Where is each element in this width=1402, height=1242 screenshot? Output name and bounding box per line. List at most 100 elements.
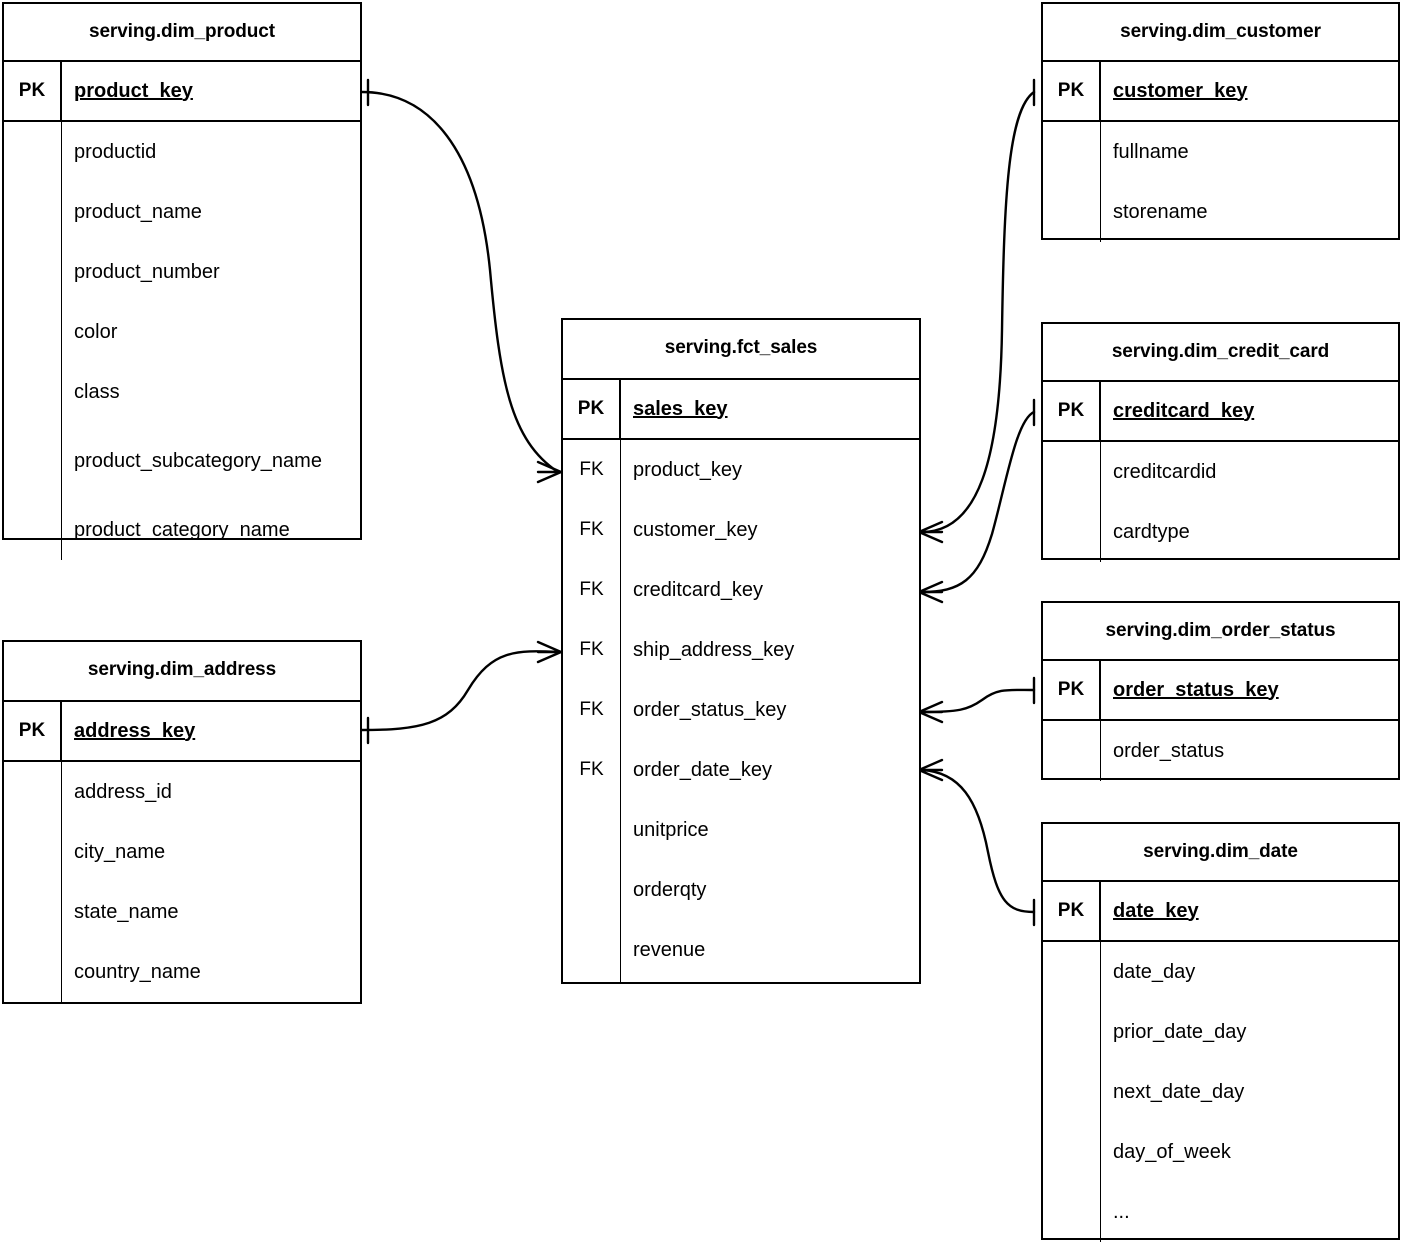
field-name-product-key: product_key: [633, 458, 742, 481]
key-badge-none: [4, 182, 62, 242]
field-row[interactable]: day_of_week: [1043, 1122, 1398, 1182]
field-row-fk[interactable]: FK customer_key: [563, 500, 919, 560]
key-badge-pk: PK: [4, 702, 62, 760]
field-row-fk[interactable]: FK order_date_key: [563, 740, 919, 800]
connector-date-to-sales: [920, 768, 1036, 914]
connector-address-to-sales: [360, 650, 560, 732]
key-badge-none: [4, 942, 62, 1002]
key-badge-pk: PK: [4, 62, 62, 120]
filler-cell: [621, 980, 919, 982]
field-row-pk[interactable]: PK customer_key: [1043, 62, 1398, 122]
field-row[interactable]: product_category_name: [4, 500, 360, 560]
key-badge-none: [563, 860, 621, 920]
field-row[interactable]: creditcardid: [1043, 442, 1398, 502]
key-badge-none: [1043, 721, 1101, 781]
field-row-pk[interactable]: PK sales_key: [563, 380, 919, 440]
field-row[interactable]: revenue: [563, 920, 919, 980]
field-name-class: class: [74, 380, 120, 403]
entity-title-dim-order-status: serving.dim_order_status: [1043, 603, 1398, 661]
connector-customer-to-sales: [920, 90, 1036, 534]
key-badge-none: [1043, 942, 1101, 1002]
field-row[interactable]: class: [4, 362, 360, 422]
field-row[interactable]: date_day: [1043, 942, 1398, 1002]
field-row-pk[interactable]: PK product_key: [4, 62, 360, 122]
entity-dim-address[interactable]: serving.dim_address PK address_key addre…: [2, 640, 362, 1004]
field-list-fct-sales: PK sales_key FK product_key FK customer_…: [563, 380, 919, 982]
field-row-pk[interactable]: PK creditcard_key: [1043, 382, 1398, 442]
field-name-orderqty: orderqty: [633, 878, 707, 901]
field-row[interactable]: next_date_day: [1043, 1062, 1398, 1122]
connector-orderstatus-to-sales: [920, 688, 1036, 714]
field-row-fk[interactable]: FK product_key: [563, 440, 919, 500]
key-badge-none: [1043, 442, 1101, 502]
field-row[interactable]: productid: [4, 122, 360, 182]
field-row[interactable]: product_subcategory_name: [4, 422, 360, 500]
field-name-productid: productid: [74, 140, 157, 163]
field-row[interactable]: city_name: [4, 822, 360, 882]
entity-title-dim-date: serving.dim_date: [1043, 824, 1398, 882]
field-name-revenue: revenue: [633, 938, 706, 961]
field-name-customer-key: customer_key: [1113, 79, 1248, 102]
key-badge-none: [1043, 1182, 1101, 1242]
field-row[interactable]: prior_date_day: [1043, 1002, 1398, 1062]
field-row[interactable]: color: [4, 302, 360, 362]
key-badge-none: [563, 980, 621, 982]
entity-dim-customer[interactable]: serving.dim_customer PK customer_key ful…: [1041, 2, 1400, 242]
key-badge-none: [4, 362, 62, 422]
field-name-ellipsis: ...: [1113, 1200, 1130, 1223]
field-row-fk[interactable]: FK creditcard_key: [563, 560, 919, 620]
field-row-fk[interactable]: FK order_status_key: [563, 680, 919, 740]
field-name-unitprice: unitprice: [633, 818, 709, 841]
connector-product-to-sales: [360, 90, 560, 474]
key-badge-none: [1043, 502, 1101, 562]
field-row[interactable]: order_status: [1043, 721, 1398, 781]
key-badge-none: [4, 122, 62, 182]
field-row[interactable]: product_name: [4, 182, 360, 242]
field-row-pk[interactable]: PK order_status_key: [1043, 661, 1398, 721]
field-row-fk[interactable]: FK ship_address_key: [563, 620, 919, 680]
key-badge-none: [4, 422, 62, 500]
field-name-creditcard-key: creditcard_key: [1113, 399, 1255, 422]
field-name-creditcard-key: creditcard_key: [633, 578, 764, 601]
connector-creditcard-to-sales: [920, 410, 1036, 594]
key-badge-none: [4, 762, 62, 822]
cardinality-many-sales-customer: [917, 520, 944, 544]
field-row[interactable]: orderqty: [563, 860, 919, 920]
entity-dim-date[interactable]: serving.dim_date PK date_key date_day pr…: [1041, 822, 1400, 1242]
field-name-date-key: date_key: [1113, 899, 1199, 922]
field-name-date-day: date_day: [1113, 960, 1196, 983]
field-list-dim-credit-card: PK creditcard_key creditcardid cardtype: [1043, 382, 1398, 562]
key-badge-none: [563, 920, 621, 980]
entity-fct-sales[interactable]: serving.fct_sales PK sales_key FK produc…: [561, 318, 921, 984]
key-badge-fk: FK: [563, 680, 621, 740]
entity-dim-credit-card[interactable]: serving.dim_credit_card PK creditcard_ke…: [1041, 322, 1400, 562]
field-name-prior-date-day: prior_date_day: [1113, 1020, 1247, 1043]
field-row[interactable]: unitprice: [563, 800, 919, 860]
field-name-customer-key: customer_key: [633, 518, 758, 541]
field-name-color: color: [74, 320, 118, 343]
key-badge-none: [1043, 1002, 1101, 1062]
entity-dim-order-status[interactable]: serving.dim_order_status PK order_status…: [1041, 601, 1400, 781]
field-row[interactable]: product_number: [4, 242, 360, 302]
key-badge-none: [4, 822, 62, 882]
field-row-pk[interactable]: PK date_key: [1043, 882, 1398, 942]
entity-title-dim-customer: serving.dim_customer: [1043, 4, 1398, 62]
field-list-dim-product: PK product_key productid product_name pr…: [4, 62, 360, 560]
key-badge-none: [1043, 182, 1101, 242]
field-row[interactable]: fullname: [1043, 122, 1398, 182]
field-row[interactable]: cardtype: [1043, 502, 1398, 562]
field-row[interactable]: storename: [1043, 182, 1398, 242]
field-row-pk[interactable]: PK address_key: [4, 702, 360, 762]
entity-title-dim-credit-card: serving.dim_credit_card: [1043, 324, 1398, 382]
key-badge-pk: PK: [1043, 661, 1101, 719]
field-name-fullname: fullname: [1113, 140, 1189, 163]
entity-dim-product[interactable]: serving.dim_product PK product_key produ…: [2, 2, 362, 560]
field-row[interactable]: address_id: [4, 762, 360, 822]
field-row[interactable]: state_name: [4, 882, 360, 942]
field-name-product-name: product_name: [74, 200, 202, 223]
cardinality-many-sales-orderstatus: [917, 700, 944, 724]
field-name-country-name: country_name: [74, 960, 201, 983]
field-name-cardtype: cardtype: [1113, 520, 1190, 543]
key-badge-none: [4, 242, 62, 302]
field-row[interactable]: country_name: [4, 942, 360, 1002]
